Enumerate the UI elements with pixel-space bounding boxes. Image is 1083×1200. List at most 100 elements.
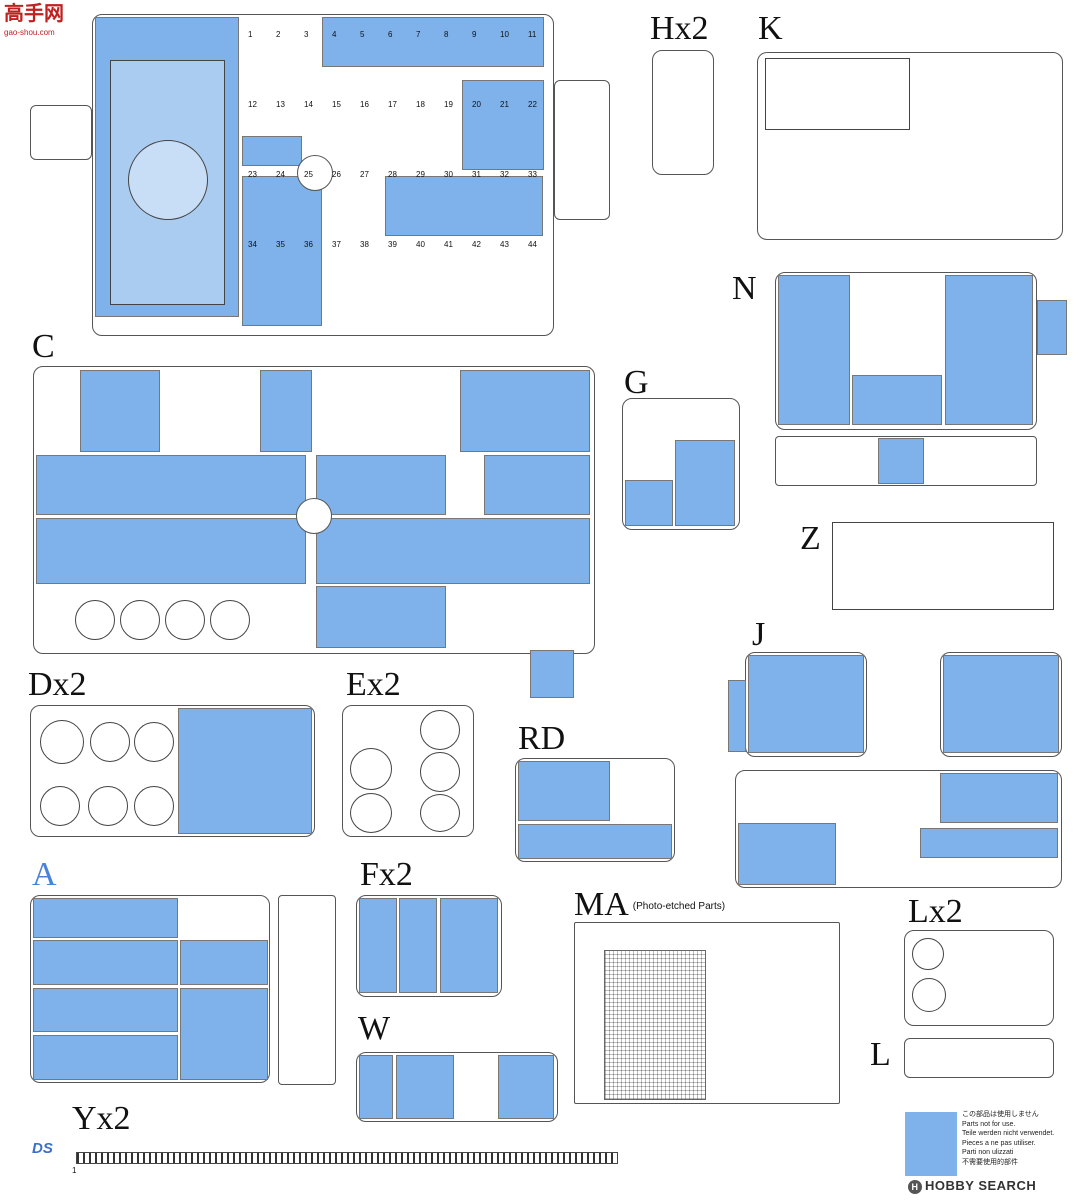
part-number-label: 41 [444,240,453,249]
legend-line-en: Parts not for use. [962,1120,1016,1128]
part-Lx2-sprocket [912,978,946,1012]
part-Ex2-sprocket-3 [420,710,460,750]
sprue-label-J: J [752,616,766,653]
sprue-label-C: C [32,328,55,365]
sprue-N-tab [1037,300,1067,355]
sprue-label-Yx2: Yx2 [72,1100,131,1137]
sprue-N-lower-cell [878,438,924,484]
sprue-Fx2-cell-1 [359,898,397,993]
sprue-A-right [278,895,336,1085]
sprue-A-cell-5 [180,940,268,985]
sprue-hub [297,155,333,191]
part-number-label: 5 [360,30,365,39]
part-number-label: 10 [500,30,509,39]
sprue-label-Ex2: Ex2 [346,666,401,703]
part-number-label: 44 [528,240,537,249]
sprue-RD-cell-2 [518,824,672,859]
part-number-label: 29 [416,170,425,179]
part-number-label: 35 [276,240,285,249]
part-number-label: 26 [332,170,341,179]
part-Dx2-wheel-2 [90,722,130,762]
sprue-C-cell-5 [316,455,446,515]
sprue-C-cell-4 [36,455,306,515]
part-number-label: 2 [276,30,281,39]
sprue-label-Fx2: Fx2 [360,856,413,893]
part-number-label: 12 [248,100,257,109]
sprue-W-cell-1 [359,1055,393,1119]
sprue-label-A: A [32,856,57,893]
part-MA-mesh [604,950,706,1100]
part-Ex2-sprocket-1 [350,748,392,790]
sprue-cell-rods [385,176,543,236]
part-number-label: 33 [528,170,537,179]
part-number-label: 11 [528,30,537,39]
part-number-label: 17 [388,100,397,109]
part-Ex2-sprocket-4 [420,752,460,792]
legend-line-ja: この部品は使用しません [962,1111,1039,1118]
sprue-label-MA: MA(Photo-etched Parts) [574,888,725,922]
sprue-label-L: L [870,1036,891,1073]
part-number-label: 31 [472,170,481,179]
part-number-label: 9 [472,30,477,39]
part-number-label: 30 [444,170,453,179]
sprue-label-Lx2: Lx2 [908,893,963,930]
sprue-label-Z: Z [800,520,821,557]
part-number-label: 24 [276,170,285,179]
sprue-N-cell-2 [945,275,1033,425]
sprue-cell-top-right [322,17,544,67]
sprue-C-cell-8 [316,518,590,584]
watermark-url: gao-shou.com [4,28,55,37]
hobby-search-emblem-icon: H [908,1179,922,1194]
sprue-W-cell-2 [396,1055,454,1119]
sprue-C-cell-10 [530,650,574,698]
watermark-logo: 高手网 [4,3,64,25]
hobby-search-text: HOBBY SEARCH [925,1178,1037,1193]
sprue-A-cell-3 [33,988,178,1032]
sprue-A-cell-6 [180,988,268,1080]
legend-line-fr: Pieces a ne pas utiliser. [962,1139,1036,1147]
sprue-C-cell-9 [316,586,446,648]
sprue-C-hub [296,498,332,534]
sprue-K [757,52,1063,240]
part-number-label: 42 [472,240,481,249]
sprue-label-MA-sub: (Photo-etched Parts) [632,901,726,913]
legend-text: この部品は使用しません Parts not for use. Teile wer… [962,1110,1054,1168]
part-C-wheel-4 [210,600,250,640]
part-turret-ring [128,140,208,220]
part-number-label: 18 [416,100,425,109]
part-number-label: 38 [360,240,369,249]
sprue-C-cell-1 [80,370,160,452]
part-C-wheel-1 [75,600,115,640]
part-number-label: 37 [332,240,341,249]
part-number-label: 22 [528,100,537,109]
legend-line-it: Parti non ulizzati [962,1149,1014,1157]
part-Dx2-wheel-3 [134,722,174,762]
sprue-A-cell-1 [33,898,178,938]
sprue-Fx2-cell-3 [440,898,498,993]
part-K-hull-side [765,58,910,130]
part-Dx2-wheel-5 [88,786,128,826]
part-number-label: 16 [360,100,369,109]
legend-swatch-unused [905,1112,957,1176]
sprue-cell-lower [242,176,322,326]
part-number-label: 15 [332,100,341,109]
sprue-J-bottom-cell-2 [940,773,1058,823]
part-number-label: 40 [416,240,425,249]
ds-logo: DS [32,1140,53,1157]
sprue-label-Dx2: Dx2 [28,666,87,703]
sprue-Fx2-cell-2 [399,898,437,993]
sprue-J-tab [728,680,746,752]
sprue-label-G: G [624,364,649,401]
part-Ex2-sprocket-5 [420,794,460,832]
sprue-label-MA-text: MA [574,886,629,923]
sprue-C-cell-3 [460,370,590,452]
sprue-A-cell-2 [33,940,178,985]
sprue-C-cell-2 [260,370,312,452]
part-number-label: 19 [444,100,453,109]
part-number-label: 8 [444,30,449,39]
sprue-label-N: N [732,270,757,307]
part-Dx2-wheel-4 [40,786,80,826]
part-C-wheel-3 [165,600,205,640]
part-number-label: 32 [500,170,509,179]
